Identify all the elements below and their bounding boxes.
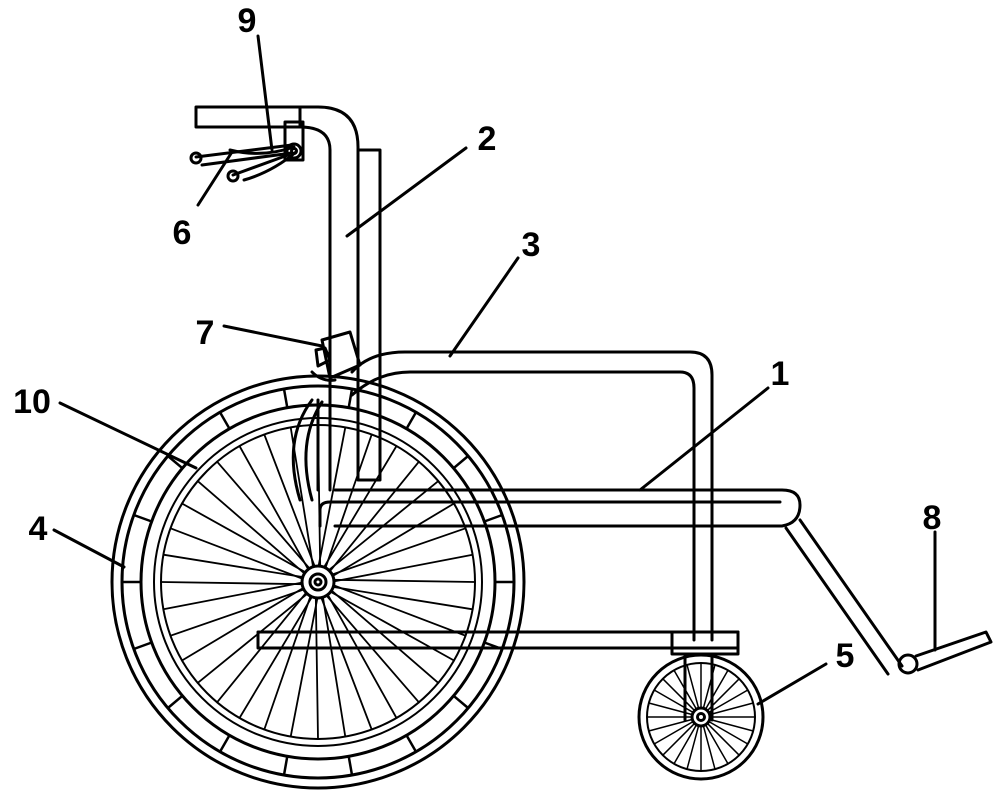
rim-bracket xyxy=(132,641,153,651)
rim-bracket xyxy=(347,755,354,777)
spoke xyxy=(330,585,474,611)
footrest xyxy=(897,630,993,675)
spoke xyxy=(323,433,373,571)
handrim-brackets xyxy=(120,387,516,777)
spoke xyxy=(216,590,309,704)
spoke xyxy=(326,480,440,573)
rim-bracket xyxy=(452,694,470,710)
rim-bracket xyxy=(218,734,231,753)
label-1: 1 xyxy=(771,355,790,393)
spoke xyxy=(330,578,476,583)
caster-spokes xyxy=(646,662,756,772)
spoke xyxy=(321,594,347,738)
caster-spoke xyxy=(673,723,698,765)
spoke xyxy=(169,587,307,637)
rim-bracket xyxy=(347,387,354,409)
spoke xyxy=(324,593,420,704)
spoke xyxy=(325,592,398,719)
rim-bracket xyxy=(218,411,231,430)
caster-spoke xyxy=(704,669,729,711)
caster-spoke xyxy=(686,723,700,770)
caster-spoke xyxy=(662,721,697,756)
rim-bracket xyxy=(483,641,504,651)
rim-bracket xyxy=(282,387,289,409)
label-8: 8 xyxy=(923,499,942,537)
spoke xyxy=(181,586,306,662)
spoke xyxy=(331,553,474,583)
seat-frame xyxy=(318,488,904,676)
label-7: 7 xyxy=(196,314,215,352)
label-4: 4 xyxy=(29,510,48,548)
caster-spoke xyxy=(707,718,754,732)
rear-wheel-spokes xyxy=(160,424,476,740)
caster-spoke xyxy=(705,678,740,713)
caster-spoke xyxy=(702,723,716,770)
spoke xyxy=(314,594,319,740)
caster-spoke xyxy=(662,678,697,713)
label-6: 6 xyxy=(173,214,192,252)
label-9: 9 xyxy=(238,2,257,40)
label-10: 10 xyxy=(13,383,51,421)
rim-bracket xyxy=(132,513,153,523)
caster-spoke xyxy=(653,720,695,745)
caster-spoke xyxy=(707,689,749,714)
leader-lines xyxy=(52,34,937,706)
spoke xyxy=(317,426,347,569)
label-3: 3 xyxy=(522,226,541,264)
caster-spoke xyxy=(702,664,716,711)
rim-bracket xyxy=(405,411,418,430)
spoke xyxy=(319,594,373,731)
rim-bracket xyxy=(405,734,418,753)
spoke xyxy=(216,460,312,571)
brake-cable xyxy=(291,398,324,502)
spoke xyxy=(162,581,305,611)
label-5: 5 xyxy=(836,637,855,675)
rim-bracket xyxy=(452,454,470,470)
spoke xyxy=(238,594,314,719)
spoke xyxy=(327,460,420,574)
push-handle xyxy=(194,105,360,247)
spoke xyxy=(162,553,306,579)
spoke xyxy=(289,595,319,738)
rim-bracket xyxy=(483,513,504,523)
caster-spoke xyxy=(707,702,754,716)
spoke xyxy=(329,588,440,684)
spoke xyxy=(169,527,306,581)
label-2: 2 xyxy=(478,120,497,158)
caster-spoke xyxy=(673,669,698,711)
caster-spoke xyxy=(653,689,695,714)
caster-spoke xyxy=(686,664,700,711)
caster-spoke xyxy=(704,723,729,765)
spoke xyxy=(263,593,313,731)
rim-bracket xyxy=(166,694,184,710)
spoke xyxy=(160,581,306,586)
caster-spoke xyxy=(648,702,695,716)
rim-bracket xyxy=(166,454,184,470)
spoke xyxy=(317,424,322,570)
rear-wheel xyxy=(110,374,526,790)
spoke xyxy=(196,480,307,576)
spoke xyxy=(330,502,455,578)
spoke xyxy=(238,445,311,572)
caster-spoke xyxy=(705,721,740,756)
caster-spoke xyxy=(707,720,749,745)
spoke xyxy=(322,445,398,570)
caster-spoke xyxy=(648,718,695,732)
spoke xyxy=(330,583,467,637)
spoke xyxy=(329,527,467,577)
caster-assembly xyxy=(637,630,765,781)
rim-bracket xyxy=(282,755,289,777)
brake-lever xyxy=(189,120,305,183)
spoke xyxy=(196,591,310,684)
spoke xyxy=(327,589,455,662)
spoke xyxy=(263,433,317,570)
spoke xyxy=(181,502,309,575)
